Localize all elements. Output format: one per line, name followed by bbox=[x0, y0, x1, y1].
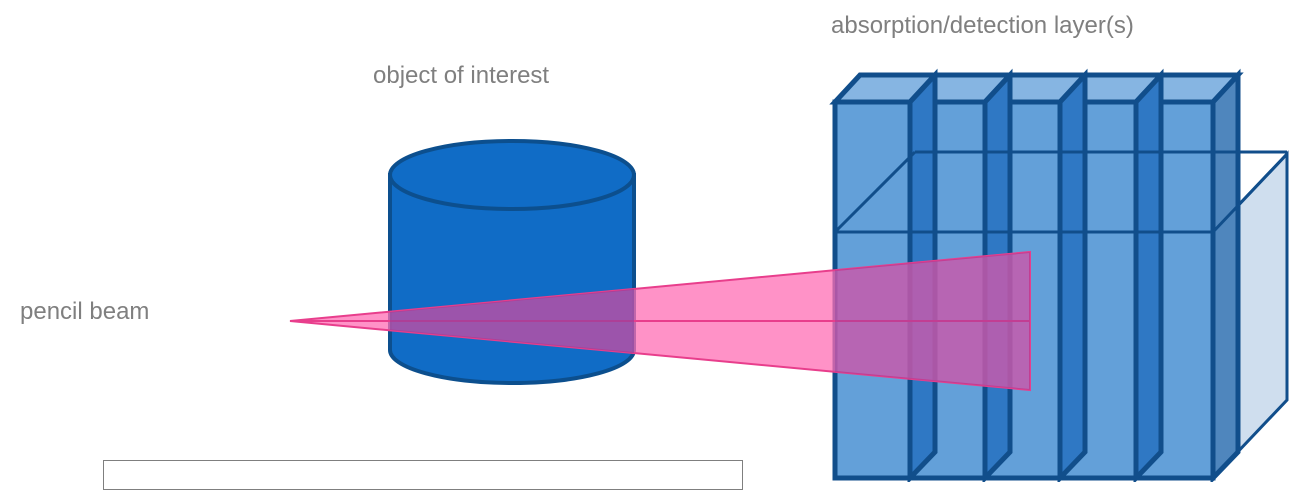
beam-overlap-cylinder bbox=[390, 289, 634, 353]
object-label: object of interest bbox=[373, 62, 550, 89]
beam-overlap-detector bbox=[835, 252, 1030, 390]
caption-box bbox=[103, 460, 743, 490]
cylinder-top bbox=[388, 139, 636, 211]
detector-block-outline bbox=[833, 150, 1289, 234]
detector-label: absorption/detection layer(s) bbox=[831, 12, 1134, 39]
beam-label: pencil beam bbox=[20, 298, 150, 325]
